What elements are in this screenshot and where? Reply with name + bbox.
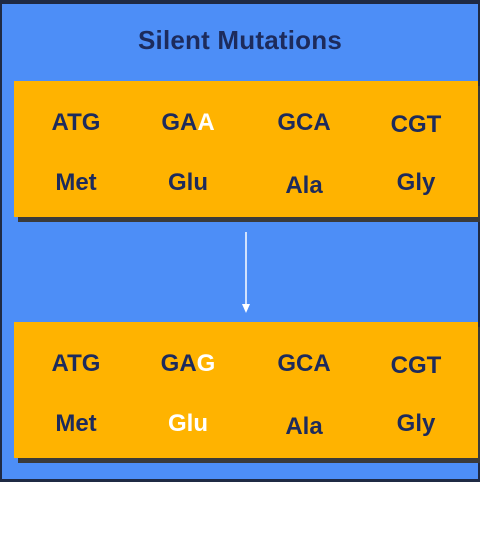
amino-acid-4: Gly (396, 169, 436, 196)
amino-acid-3: Ala (285, 172, 323, 199)
page-title: Silent Mutations (138, 25, 342, 55)
codon-4-text: CGT (390, 352, 442, 379)
mutated-base: A (197, 109, 215, 136)
codon-2: GAA (140, 109, 236, 137)
amino-acid-3: Ala (285, 413, 323, 440)
codon-1: ATG (28, 350, 124, 378)
amino-acid-1: Met (55, 169, 97, 196)
codon-1-text: ATG (51, 109, 101, 136)
codon-2: GAG (140, 350, 236, 378)
codon-3: GCA (256, 109, 352, 137)
mutated-sequence-box: ATG GAG GCA CGT Met Glu Ala Gly (14, 322, 478, 458)
codon-3-text: GCA (277, 350, 331, 377)
codon-3: GCA (256, 350, 352, 378)
codon-4: CGT (368, 352, 464, 380)
codon-2-text: GA (161, 109, 198, 136)
original-sequence-box: ATG GAA GCA CGT Met Glu Ala Gly (14, 81, 478, 217)
amino-acid-2-highlighted: Glu (168, 410, 208, 437)
amino-acid-4: Gly (396, 410, 436, 437)
slide-background: Silent Mutations ATG GAA GCA CGT Met Glu… (0, 0, 480, 482)
mutated-base: G (196, 350, 216, 377)
codon-1-text: ATG (51, 350, 101, 377)
codon-2-text: GA (160, 350, 197, 377)
down-arrow-icon (242, 232, 250, 313)
codon-1: ATG (28, 109, 124, 137)
codon-3-text: GCA (277, 109, 331, 136)
amino-acid-1: Met (55, 410, 97, 437)
codon-4: CGT (368, 111, 464, 139)
codon-4-text: CGT (390, 111, 442, 138)
amino-acid-2: Glu (168, 169, 208, 196)
